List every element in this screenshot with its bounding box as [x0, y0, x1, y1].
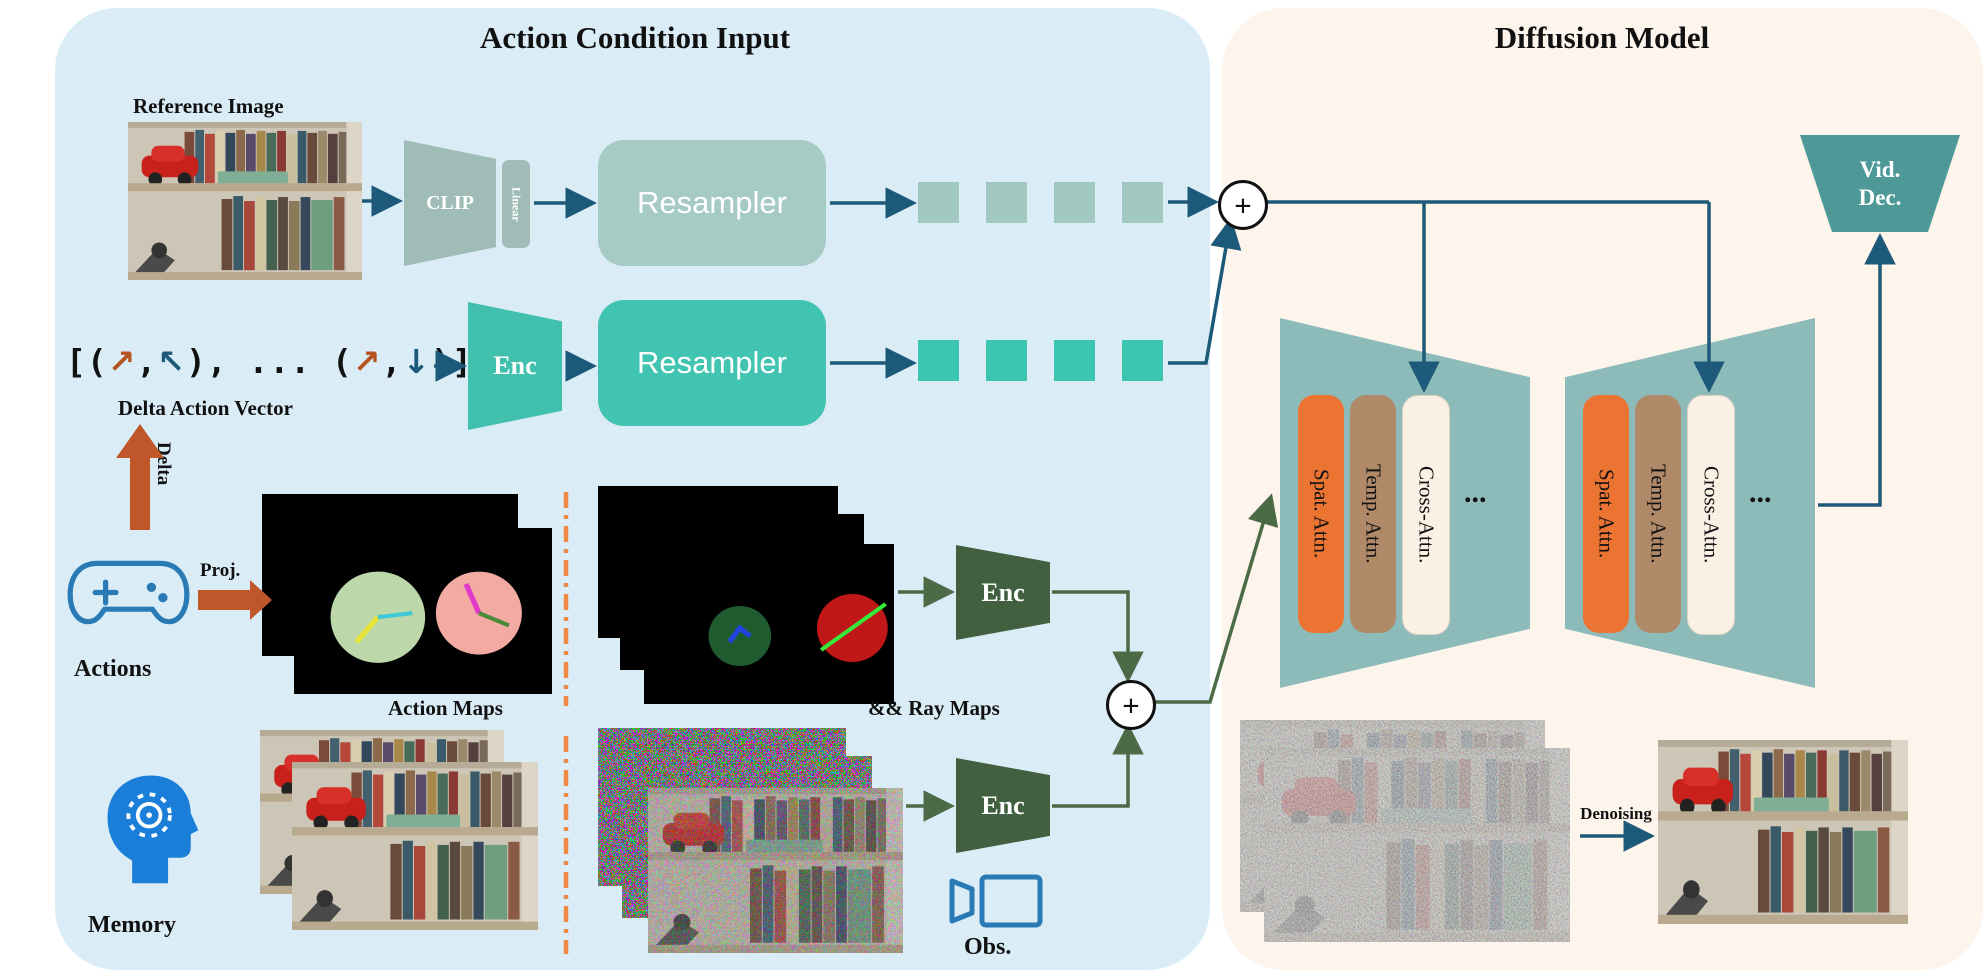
temporal-attention-pill: Temp. Attn.: [1635, 395, 1681, 633]
ray-maps-label: && Ray Maps: [868, 696, 1000, 720]
image-token-row: [918, 182, 1163, 223]
reference-image-photo: [128, 122, 362, 280]
ellipsis-2: ...: [1749, 476, 1772, 509]
memory-head-icon: [107, 775, 199, 884]
action-token-row: [918, 340, 1163, 381]
action-token: [986, 340, 1027, 381]
noisy-obs-frame-front: [648, 788, 903, 953]
linear-label: Linear: [509, 186, 524, 222]
delta-action-vector-label: Delta Action Vector: [118, 396, 293, 420]
image-token: [986, 182, 1027, 223]
spat-attn-label: Spat. Attn.: [1309, 469, 1334, 559]
sum-node-bottom: +: [1106, 680, 1156, 730]
dvec-arrow-ne-icon: ↗: [107, 342, 137, 381]
sum-node-top: +: [1218, 180, 1268, 230]
spat-attn-label: Spat. Attn.: [1594, 469, 1619, 559]
plus-icon: +: [1234, 187, 1252, 223]
action-condition-title: Action Condition Input: [479, 20, 791, 55]
dvec-arrow-ne2-icon: ↗: [352, 342, 382, 381]
spatial-attention-pill: Spat. Attn.: [1583, 395, 1629, 633]
image-token: [1122, 182, 1163, 223]
denoised-output-photo: [1658, 740, 1908, 924]
dvec-comma2: ,: [381, 342, 403, 381]
dvec-open: [(: [66, 342, 108, 381]
ellipsis-1: ...: [1464, 476, 1487, 509]
delta-arrow-label: Delta: [153, 442, 174, 486]
action-token: [1122, 340, 1163, 381]
cross-attention-pill: Cross-Attn.: [1687, 395, 1735, 635]
enc-maps-label: Enc: [981, 577, 1025, 607]
linear-block: Linear: [502, 160, 530, 248]
dvec-close: )]: [431, 342, 473, 381]
spatial-attention-pill: Spat. Attn.: [1298, 395, 1344, 633]
enc-action-label: Enc: [493, 351, 537, 380]
obs-encoder-block: Enc: [956, 758, 1050, 853]
temporal-attention-pill: Temp. Attn.: [1350, 395, 1396, 633]
proj-label: Proj.: [200, 560, 241, 581]
reference-image-label: Reference Image: [133, 94, 284, 118]
resampler-top-label: Resampler: [637, 185, 787, 220]
delta-action-vector-text: [(↗,↖), ... (↗,↓)]: [66, 342, 473, 381]
vid-dec-label-1: Vid.: [1859, 156, 1901, 182]
dvec-comma: ,: [136, 342, 158, 381]
action-token: [1054, 340, 1095, 381]
temp-attn-label: Temp. Attn.: [1646, 464, 1671, 564]
image-token: [918, 182, 959, 223]
unet-block-2: Spat. Attn. Temp. Attn. Cross-Attn. ...: [1565, 318, 1815, 688]
maps-encoder-block: Enc: [956, 545, 1050, 640]
resampler-bottom-block: Resampler: [598, 300, 826, 426]
image-token: [1054, 182, 1095, 223]
temp-attn-label: Temp. Attn.: [1361, 464, 1386, 564]
action-encoder-block: Enc: [468, 302, 562, 430]
cross-attn-label: Cross-Attn.: [1414, 466, 1439, 564]
clip-label: CLIP: [426, 191, 474, 214]
diffusion-model-title: Diffusion Model: [1494, 20, 1710, 55]
obs-label: Obs.: [964, 934, 1012, 960]
cross-attention-pill: Cross-Attn.: [1402, 395, 1450, 635]
unet-block-1: Spat. Attn. Temp. Attn. Cross-Attn. ...: [1280, 318, 1530, 688]
action-token: [918, 340, 959, 381]
denoising-label: Denoising: [1580, 804, 1652, 823]
plus-icon: +: [1122, 687, 1140, 723]
resampler-top-block: Resampler: [598, 140, 826, 266]
clip-encoder-block: CLIP: [404, 140, 496, 266]
dvec-arrow-nw-icon: ↖: [157, 342, 186, 381]
resampler-bottom-label: Resampler: [637, 345, 787, 380]
memory-photo-front: [292, 762, 538, 930]
vid-dec-label-2: Dec.: [1858, 184, 1902, 210]
action-maps-label: Action Maps: [388, 696, 503, 720]
cross-attn-label: Cross-Attn.: [1699, 466, 1724, 564]
enc-obs-label: Enc: [981, 790, 1025, 820]
actions-label: Actions: [74, 656, 152, 682]
diffusion-noisy-frame-front: [1264, 748, 1570, 942]
dvec-arrow-down-icon: ↓: [402, 342, 432, 381]
memory-label: Memory: [88, 912, 176, 938]
dvec-mid: ), ... (: [185, 342, 353, 381]
camera-obs-icon: [949, 874, 1043, 928]
gamepad-icon: [67, 560, 190, 625]
action-map-frame-front: [294, 528, 552, 694]
ray-map-frame-front: [644, 544, 894, 704]
